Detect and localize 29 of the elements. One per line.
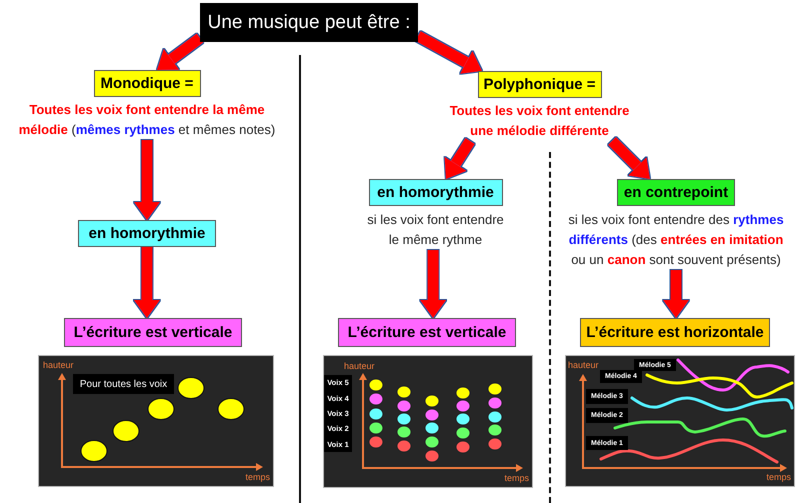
axis-label: temps [504,473,529,483]
result-box: L’écriture est horizontale [580,318,770,347]
concept-box: Polyphonique = [478,71,602,98]
chart-panel [38,355,274,487]
axis-label: hauteur [344,361,375,371]
chart-panel [323,355,533,488]
caption-tag: Pour toutes les voix [73,374,174,394]
arrow [134,140,160,220]
category-box: en homorythmie [368,179,502,206]
result-box: L’écriture est verticale [338,318,516,347]
axis-label: hauteur [568,360,599,370]
description-text: Toutes les voix font entendre la même mélodie (mêmes rythmes et mêmes notes) [18,101,276,139]
result-box: L’écriture est verticale [64,318,242,347]
category-box: en contrepoint [617,179,735,206]
description-text: si les voix font entendre le même rythme [366,211,505,249]
axis-label: hauteur [43,360,74,370]
concept-box: Monodique = [94,70,200,97]
description-text: Toutes les voix font entendre une mélodie différente [448,102,630,140]
arrow [415,31,485,76]
label-panel [324,375,352,452]
arrow [134,247,160,318]
category-box: en homorythmie [78,220,216,247]
arrow [663,270,689,318]
description-text: si les voix font entendre des rythmes différents (des entrées en imitation ou un canon sont souvent présents) [567,211,785,269]
title-box: Une musique peut être : [200,3,418,42]
arrow [420,250,446,318]
axis-label: temps [245,472,270,482]
chart-panel [565,355,795,487]
axis-label: temps [766,472,791,482]
